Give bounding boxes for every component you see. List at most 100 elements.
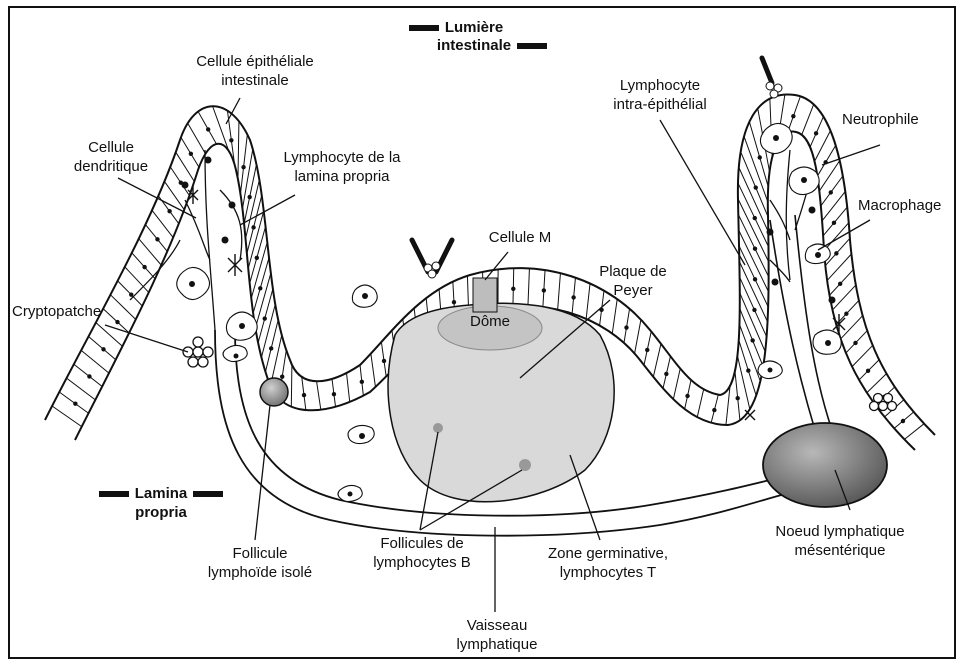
epithelial-nucleus: [101, 347, 105, 351]
epithelial-nucleus: [814, 131, 818, 135]
macrophage-text: Macrophage: [858, 196, 958, 215]
epithelial-cell-border: [827, 254, 851, 281]
epithelial-nucleus: [736, 396, 740, 400]
epithelial-cell-border: [253, 258, 269, 314]
vaisseau-line1: Vaisseau: [432, 616, 562, 635]
epithelial-nucleus: [753, 216, 757, 220]
epithelial-cell-border: [737, 356, 749, 410]
epithelial-cell-border: [735, 371, 740, 420]
plaque-peyer-label: Plaque de Peyer: [578, 262, 688, 300]
epithelial-nucleus: [241, 165, 245, 169]
epithelial-cell-border: [653, 344, 661, 377]
cryptopatche-text: Cryptopatche: [12, 302, 132, 321]
lumiere-dash-right-2: [517, 43, 547, 49]
epithelial-nucleus: [189, 152, 193, 156]
lamina-label-line2: propria: [86, 503, 236, 522]
epithelial-cell-border: [238, 121, 239, 179]
epithelial-cell-border: [697, 389, 703, 417]
epithelial-nucleus: [746, 368, 750, 372]
epithelial-cell-border: [67, 378, 96, 400]
lamina-dash-right: [193, 491, 223, 497]
lymphocyte-intra-label: Lymphocyte intra-épithélial: [590, 76, 730, 114]
epithelial-cell-border: [258, 289, 273, 343]
epithelial-cell-border: [740, 293, 765, 352]
epithelial-nucleus: [382, 359, 386, 363]
lumiere-dash-left: [409, 25, 439, 31]
epithelial-cell-border: [52, 406, 82, 427]
epithelial-nucleus: [142, 265, 146, 269]
macrophage-label: Macrophage: [858, 196, 958, 215]
epithelial-cell-border: [291, 365, 292, 407]
follicules-b-line2: lymphocytes B: [352, 553, 492, 572]
lympho-lamina-line1: Lymphocyte de la: [262, 148, 422, 167]
epithelial-nucleus: [645, 348, 649, 352]
cellule-epi-line2: intestinale: [170, 71, 340, 90]
epithelial-nucleus: [624, 325, 628, 329]
epithelial-cell-border: [188, 123, 206, 153]
epithelial-nucleus: [360, 380, 364, 384]
epithelial-cell-border: [176, 152, 195, 181]
epithelial-nucleus: [791, 114, 795, 118]
epithelial-nucleus: [251, 225, 255, 229]
epithelial-cell-border: [822, 191, 845, 220]
epithelial-nucleus: [712, 408, 716, 412]
cellule-epi-line1: Cellule épithéliale: [170, 52, 340, 71]
epithelial-nucleus: [834, 251, 838, 255]
epithelial-cell-border: [852, 345, 873, 366]
lymphocyte-lamina-label: Lymphocyte de la lamina propria: [262, 148, 422, 186]
epithelial-cell-border: [739, 262, 767, 322]
lamina-dash-left: [99, 491, 129, 497]
epithelial-cell-border: [802, 104, 814, 134]
follicules-b-line1: Follicules de: [352, 534, 492, 553]
epithelial-nucleus: [247, 195, 251, 199]
dome-text: Dôme: [460, 312, 520, 331]
lamina-label: Lamina: [86, 484, 236, 503]
neutrophile-label: Neutrophile: [842, 110, 942, 129]
epithelial-cell-border: [347, 373, 350, 402]
follicule-isole-label: Follicule lymphoïde isolé: [190, 544, 330, 582]
cellule-dendritique-label: Cellule dendritique: [56, 138, 166, 176]
epithelial-nucleus: [280, 374, 284, 378]
epithelial-nucleus: [664, 372, 668, 376]
epithelial-nucleus: [901, 419, 905, 423]
lamina-line2: propria: [135, 504, 187, 521]
epithelial-nucleus: [258, 286, 262, 290]
lumiere-label: Lumière: [390, 18, 558, 37]
epithelial-nucleus: [73, 401, 77, 405]
epithelial-cell-border: [824, 223, 849, 251]
epithelial-cell-border: [317, 381, 321, 409]
zone-line1: Zone germinative,: [528, 544, 688, 563]
epithelial-nucleus: [332, 392, 336, 396]
epithelial-nucleus: [685, 394, 689, 398]
dome-label: Dôme: [460, 312, 520, 331]
mesenteric-node: [763, 423, 887, 507]
cellule-m-text: Cellule M: [470, 228, 570, 247]
neutrophile-text: Neutrophile: [842, 110, 942, 129]
epithelial-cell-border: [739, 340, 756, 396]
lympho-lamina-line2: lamina propria: [262, 167, 422, 186]
germinal-center-1: [433, 423, 443, 433]
epithelial-nucleus: [269, 346, 273, 350]
epithelial-cell-border: [673, 369, 680, 400]
epithelial-nucleus: [753, 247, 757, 251]
follicule-line2: lymphoïde isolé: [190, 563, 330, 582]
epithelial-cell-border: [242, 149, 252, 209]
epithelial-cell-border: [528, 268, 529, 305]
epithelial-cell-border: [739, 246, 768, 307]
epithelial-nucleus: [167, 209, 171, 213]
epithelial-cell-border: [261, 304, 275, 357]
epithelial-nucleus: [832, 221, 836, 225]
vaisseau-line2: lymphatique: [432, 635, 562, 654]
epithelial-cell-border: [265, 320, 278, 372]
epithelial-cell-border: [164, 181, 184, 209]
epithelial-nucleus: [452, 300, 456, 304]
cellule-dend-line2: dendritique: [56, 157, 166, 176]
epithelial-cell-border: [244, 164, 256, 223]
follicules-b-label: Follicules de lymphocytes B: [352, 534, 492, 572]
epithelial-nucleus: [255, 256, 259, 260]
zone-line2: lymphocytes T: [528, 563, 688, 582]
epithelial-cell-border: [152, 210, 173, 237]
epithelial-nucleus: [511, 287, 515, 291]
epithelial-nucleus: [838, 282, 842, 286]
